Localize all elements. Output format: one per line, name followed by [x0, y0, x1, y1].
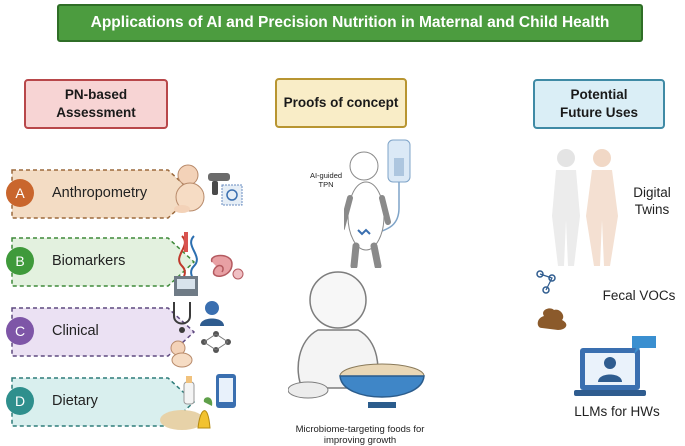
assessment-label: Biomarkers — [52, 253, 126, 269]
header-future-label: Potential Future Uses — [559, 87, 639, 120]
header-pn-assessment: PN-based Assessment — [24, 79, 168, 129]
llm-laptop-icon — [574, 336, 656, 396]
assessment-arrow — [11, 237, 196, 287]
baby-with-bowl-icon — [288, 271, 425, 408]
assessment-arrow — [11, 377, 196, 427]
assessment-arrow — [11, 169, 196, 219]
llms-label: LLMs for HWs — [574, 404, 660, 419]
digital-twins-label: Digital Twins — [633, 185, 671, 217]
digital-twins-icon — [552, 149, 618, 266]
assessment-letter-badge: D — [6, 387, 34, 415]
assessment-label: Dietary — [52, 393, 98, 409]
fecal-vocs-icon — [536, 270, 567, 330]
header-proofs-of-concept: Proofs of concept — [275, 78, 407, 128]
dietary-icon — [160, 374, 236, 430]
assessment-item: D Dietary — [0, 376, 200, 428]
clinical-icon — [170, 301, 231, 368]
assessment-letter-badge: B — [6, 247, 34, 275]
assessment-letter-badge: A — [6, 179, 34, 207]
assessment-label: Anthropometry — [52, 185, 148, 201]
assessment-arrow — [11, 307, 196, 357]
assessment-label: Clinical — [52, 323, 99, 339]
anthropometry-icon — [174, 164, 243, 213]
page-title: Applications of AI and Precision Nutriti… — [57, 4, 643, 42]
assessment-item: C Clinical — [0, 306, 200, 358]
assessment-item: B Biomarkers — [0, 236, 200, 288]
fecal-vocs-label: Fecal VOCs — [602, 288, 676, 303]
title-text: Applications of AI and Precision Nutriti… — [90, 14, 610, 31]
tpn-caption: AI-guided TPN — [309, 171, 343, 189]
assessment-letter-badge: C — [6, 317, 34, 345]
header-proofs-label: Proofs of concept — [283, 95, 399, 110]
tpn-baby-icon — [344, 139, 411, 268]
header-future-uses: Potential Future Uses — [533, 79, 665, 129]
biomarkers-icon — [174, 232, 244, 296]
food-caption: Microbiome-targeting foods for improving… — [295, 424, 425, 446]
header-pn-assessment-label: PN-based Assessment — [56, 87, 136, 120]
assessment-item: A Anthropometry — [0, 168, 200, 220]
